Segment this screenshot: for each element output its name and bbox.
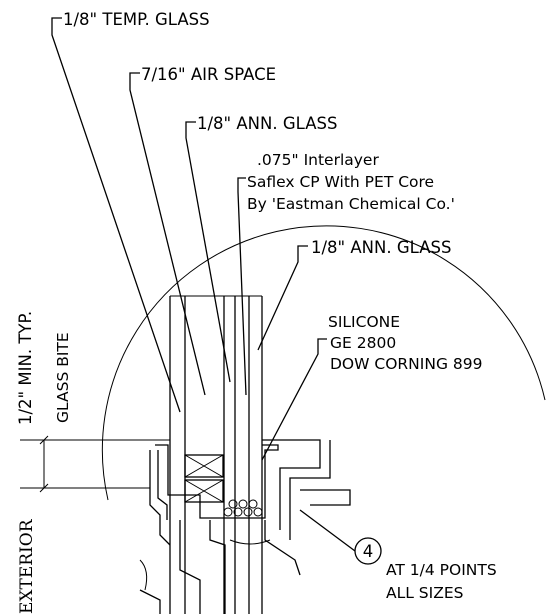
detail-circle: [101, 225, 546, 501]
callout-marker: 4: [354, 537, 382, 565]
label-ann-glass-top: 1/8" ANN. GLASS: [197, 114, 337, 133]
callout-number: 4: [363, 542, 374, 561]
label-min-typ: 1/2" MIN. TYP.: [16, 311, 35, 425]
label-silicone-1: SILICONE: [328, 313, 400, 331]
label-ann-glass-bottom: 1/8" ANN. GLASS: [311, 238, 451, 257]
frame-profile: [139, 439, 351, 614]
label-temp-glass: 1/8" TEMP. GLASS: [63, 10, 210, 29]
label-glass-bite: GLASS BITE: [54, 332, 72, 423]
label-points-2: ALL SIZES: [386, 584, 463, 602]
label-silicone-3: DOW CORNING 899: [330, 355, 482, 373]
label-interlayer-2: Saflex CP With PET Core: [247, 173, 434, 191]
dimension-lines: [20, 435, 170, 493]
spacer-block: [184, 454, 224, 503]
label-interlayer-1: .075" Interlayer: [257, 151, 379, 169]
label-silicone-2: GE 2800: [330, 334, 396, 352]
label-points-1: AT 1/4 POINTS: [386, 561, 497, 579]
label-interlayer-3: By 'Eastman Chemical Co.': [247, 195, 455, 213]
leader-lines: [51, 17, 356, 552]
label-exterior: EXTERIOR: [17, 518, 37, 614]
label-air-space: 7/16" AIR SPACE: [141, 65, 276, 84]
setting-block: [223, 499, 263, 517]
